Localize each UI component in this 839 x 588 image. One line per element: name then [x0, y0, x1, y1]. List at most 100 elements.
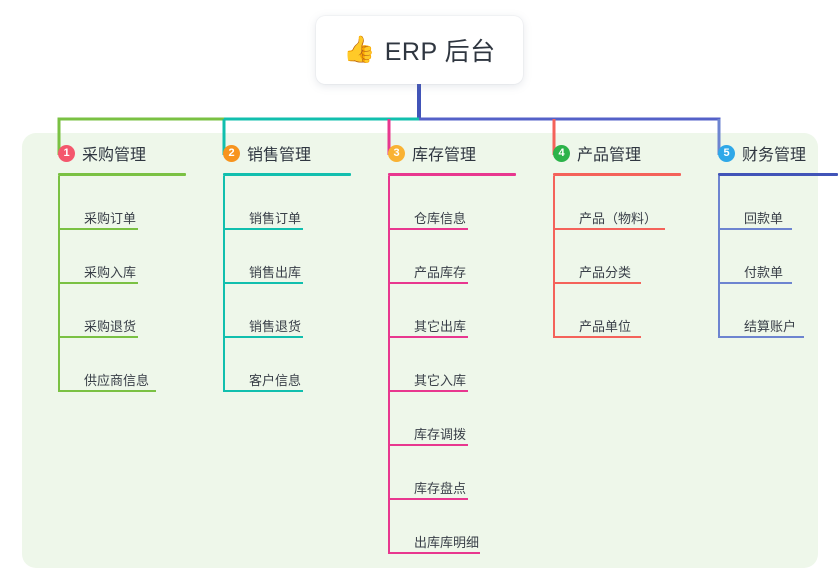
leaf-list-5: 回款单付款单结算账户	[718, 176, 839, 338]
column-header-2[interactable]: 2 销售管理	[205, 133, 353, 173]
leaf-item[interactable]: 采购入库	[60, 230, 188, 284]
leaf-item-underline	[225, 228, 303, 230]
column-header-4[interactable]: 4 产品管理	[535, 133, 683, 173]
leaf-item-label: 采购退货	[84, 318, 137, 334]
leaf-spine-1	[58, 176, 60, 392]
leaf-item[interactable]: 仓库信息	[390, 176, 518, 230]
leaf-item-underline	[555, 282, 641, 284]
leaf-item-label: 产品库存	[414, 264, 467, 280]
leaf-list-3: 仓库信息产品库存其它出库其它入库库存调拨库存盘点出库库明细	[388, 176, 518, 554]
leaf-spine-5	[718, 176, 720, 338]
leaf-item-underline	[720, 336, 804, 338]
column-header-rule-5	[718, 173, 838, 176]
leaf-item[interactable]: 销售出库	[225, 230, 353, 284]
column-header-1[interactable]: 1 采购管理	[40, 133, 188, 173]
column-5: 5 财务管理回款单付款单结算账户	[700, 133, 839, 338]
leaf-item[interactable]: 产品单位	[555, 284, 683, 338]
leaf-item[interactable]: 采购订单	[60, 176, 188, 230]
leaf-item-label: 产品分类	[579, 264, 632, 280]
leaf-spine-3	[388, 176, 390, 554]
leaf-item-label: 仓库信息	[414, 210, 467, 226]
column-title-3: 库存管理	[412, 147, 477, 164]
column-badge-3: 3	[388, 144, 405, 162]
column-container: 1 采购管理采购订单采购入库采购退货供应商信息 2 销售管理销售订单销售出库销售退货客…	[22, 133, 838, 568]
leaf-item-label: 结算账户	[744, 318, 797, 334]
leaf-item-label: 采购入库	[84, 264, 137, 280]
root-node-card[interactable]: 👍 ERP 后台	[316, 16, 523, 84]
leaf-item-underline	[60, 282, 138, 284]
leaf-item[interactable]: 回款单	[720, 176, 839, 230]
leaf-item[interactable]: 产品库存	[390, 230, 518, 284]
leaf-item[interactable]: 销售退货	[225, 284, 353, 338]
leaf-item-underline	[555, 336, 641, 338]
leaf-item-underline	[225, 390, 303, 392]
column-header-rule-2	[223, 173, 351, 176]
leaf-item-underline	[60, 390, 156, 392]
column-badge-4: 4	[553, 144, 570, 162]
leaf-item-underline	[390, 390, 468, 392]
thumbs-up-icon: 👍	[343, 34, 376, 64]
leaf-item-label: 采购订单	[84, 210, 137, 226]
column-3: 3 库存管理仓库信息产品库存其它出库其它入库库存调拨库存盘点出库库明细	[370, 133, 518, 554]
column-badge-1: 1	[58, 144, 75, 162]
column-title-5: 财务管理	[742, 147, 807, 164]
leaf-spine-4	[553, 176, 555, 338]
leaf-item[interactable]: 客户信息	[225, 338, 353, 392]
leaf-item-label: 销售订单	[249, 210, 302, 226]
leaf-item-underline	[720, 228, 792, 230]
leaf-item[interactable]: 其它出库	[390, 284, 518, 338]
leaf-item-underline	[390, 444, 468, 446]
leaf-item[interactable]: 产品（物料）	[555, 176, 683, 230]
root-node-title: ERP 后台	[384, 38, 496, 66]
column-badge-2: 2	[223, 144, 240, 162]
leaf-item-underline	[60, 336, 138, 338]
column-title-4: 产品管理	[577, 147, 642, 164]
leaf-item-label: 其它出库	[414, 318, 467, 334]
leaf-item[interactable]: 库存调拨	[390, 392, 518, 446]
leaf-item-label: 其它入库	[414, 372, 467, 388]
leaf-item-label: 付款单	[744, 264, 784, 280]
diagram-panel-background	[22, 133, 818, 568]
leaf-item[interactable]: 其它入库	[390, 338, 518, 392]
leaf-item-underline	[225, 336, 303, 338]
leaf-item-label: 产品单位	[579, 318, 632, 334]
leaf-item-underline	[390, 228, 468, 230]
leaf-item-label: 库存盘点	[414, 480, 467, 496]
column-header-rule-4	[553, 173, 681, 176]
column-4: 4 产品管理产品（物料） 产品分类产品单位	[535, 133, 683, 338]
leaf-item-underline	[390, 282, 468, 284]
leaf-item[interactable]: 付款单	[720, 230, 839, 284]
column-1: 1 采购管理采购订单采购入库采购退货供应商信息	[40, 133, 188, 392]
leaf-item-label: 供应商信息	[84, 372, 150, 388]
leaf-item-label: 库存调拨	[414, 426, 467, 442]
leaf-item-underline	[60, 228, 138, 230]
leaf-spine-2	[223, 176, 225, 392]
leaf-item-underline	[390, 498, 468, 500]
column-badge-5: 5	[718, 144, 735, 162]
column-2: 2 销售管理销售订单销售出库销售退货客户信息	[205, 133, 353, 392]
leaf-item-underline	[390, 336, 468, 338]
leaf-list-4: 产品（物料） 产品分类产品单位	[553, 176, 683, 338]
leaf-item-underline	[390, 552, 480, 554]
leaf-item[interactable]: 采购退货	[60, 284, 188, 338]
leaf-item[interactable]: 产品分类	[555, 230, 683, 284]
leaf-item-label: 回款单	[744, 210, 784, 226]
column-header-5[interactable]: 5 财务管理	[700, 133, 839, 173]
leaf-item[interactable]: 出库库明细	[390, 500, 518, 554]
column-header-3[interactable]: 3 库存管理	[370, 133, 518, 173]
column-header-rule-3	[388, 173, 516, 176]
leaf-item-label: 出库库明细	[414, 534, 480, 550]
leaf-item-underline	[720, 282, 792, 284]
leaf-list-1: 采购订单采购入库采购退货供应商信息	[58, 176, 188, 392]
leaf-item-label: 产品（物料）	[579, 210, 658, 226]
column-header-rule-1	[58, 173, 186, 176]
leaf-item-label: 客户信息	[249, 372, 302, 388]
leaf-item-underline	[555, 228, 665, 230]
column-title-2: 销售管理	[247, 147, 312, 164]
leaf-list-2: 销售订单销售出库销售退货客户信息	[223, 176, 353, 392]
leaf-item[interactable]: 供应商信息	[60, 338, 188, 392]
column-title-1: 采购管理	[82, 147, 147, 164]
leaf-item[interactable]: 库存盘点	[390, 446, 518, 500]
leaf-item[interactable]: 结算账户	[720, 284, 839, 338]
leaf-item[interactable]: 销售订单	[225, 176, 353, 230]
